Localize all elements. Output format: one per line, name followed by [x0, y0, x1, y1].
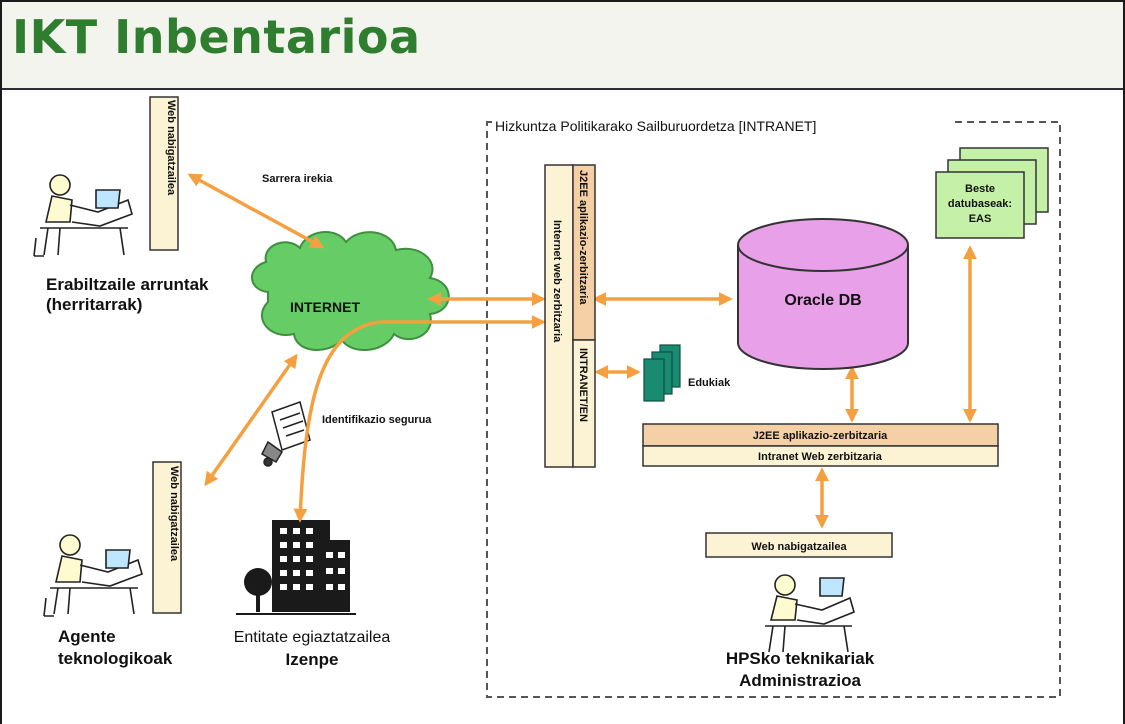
internet-web-server-label: Internet web zerbitzaria	[551, 220, 563, 343]
browser-bottom: Web nabigatzailea	[152, 461, 182, 614]
edukiak-icon	[643, 344, 681, 402]
intranet-boundary-label: Hizkuntza Politikarako Sailburuordetza […	[495, 118, 816, 134]
browser-top: Web nabigatzailea	[149, 96, 179, 251]
citizens-label-1: Erabiltzaile arruntak	[46, 275, 209, 294]
title-band: IKT Inbentarioa	[2, 2, 1123, 90]
intranet-web-label: Intranet Web zerbitzaria	[758, 451, 883, 463]
citizen-user-icon	[33, 174, 133, 257]
access-link-label: Sarrera irekia	[262, 173, 333, 185]
external-db-line-1: Beste	[965, 183, 995, 195]
external-db-line-3: EAS	[969, 213, 992, 225]
admins-label-2: Administrazioa	[739, 671, 861, 690]
oracle-db-label: Oracle DB	[784, 292, 861, 309]
horizontal-server-bands: J2EE aplikazio-zerbitzaria Intranet Web …	[642, 423, 999, 467]
citizens-label-2: (herritarrak)	[46, 295, 142, 314]
j2ee-horizontal-label: J2EE aplikazio-zerbitzaria	[753, 430, 888, 442]
certifier-label-1: Entitate egiaztatzailea	[234, 629, 391, 646]
vertical-server-stack: Internet web zerbitzaria J2EE aplikazio-…	[544, 164, 596, 468]
arrow-citizen-internet	[187, 173, 325, 249]
edukiak-label: Edukiak	[688, 377, 731, 389]
page-title: IKT Inbentarioa	[12, 10, 421, 64]
intranet-vertical-label: INTRANET/EN	[577, 348, 589, 422]
external-db-docs: Beste datubaseak: EAS	[935, 147, 1049, 239]
internet-cloud-label: INTERNET	[290, 299, 360, 315]
admins-label-1: HPSko teknikariak	[726, 649, 875, 668]
browser-admin-label: Web nabigatzailea	[751, 541, 847, 553]
j2ee-vertical-label: J2EE aplikazio-zerbitzaria	[577, 170, 589, 305]
external-db-line-2: datubaseak:	[948, 198, 1012, 210]
secure-id-link-label: Identifikazio segurua	[322, 414, 432, 426]
admin-user-icon	[765, 574, 855, 653]
browser-bottom-label: Web nabigatzailea	[168, 466, 180, 562]
oracle-db-cylinder: Oracle DB	[737, 218, 909, 370]
browser-top-label: Web nabigatzailea	[165, 100, 177, 196]
browser-admin: Web nabigatzailea	[705, 532, 893, 558]
agents-label-2: teknologikoak	[58, 649, 173, 668]
building-icon	[236, 520, 356, 615]
agent-user-icon	[43, 534, 143, 617]
arrow-izenpe-intranet	[293, 315, 546, 523]
arrow-agent-internet	[204, 353, 298, 487]
network-arrows	[187, 173, 977, 529]
agents-label-1: Agente	[58, 627, 116, 646]
certifier-label-2: Izenpe	[286, 650, 339, 669]
